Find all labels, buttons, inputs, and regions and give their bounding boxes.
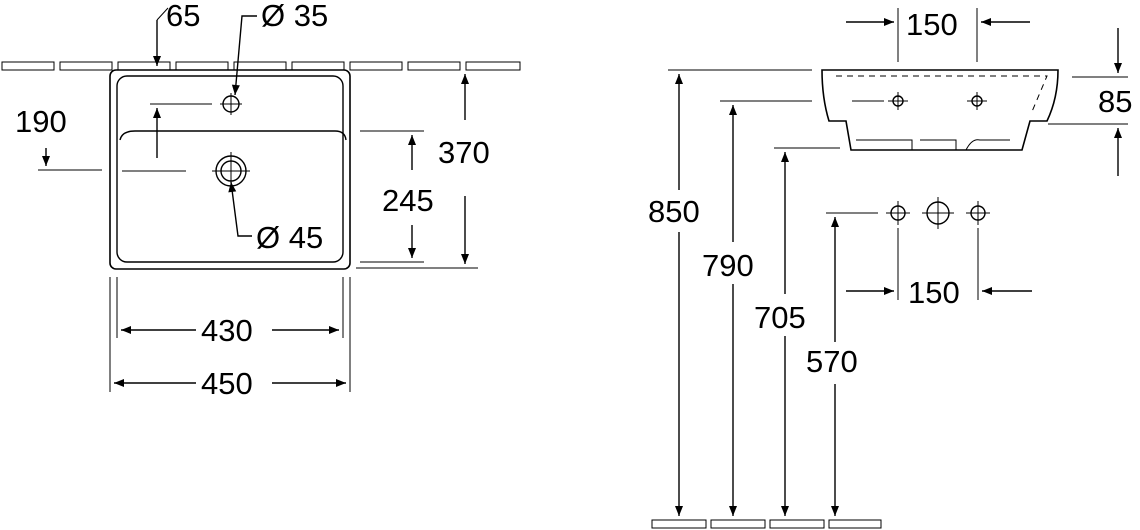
tap-hole-icon bbox=[220, 93, 242, 115]
basin-side-profile bbox=[821, 69, 1059, 151]
water-supply-icon bbox=[886, 201, 910, 225]
dim-bowl-depth-label: 245 bbox=[382, 183, 434, 218]
basin-inner-dashed bbox=[836, 75, 1048, 115]
dim-waste-label: Ø 45 bbox=[256, 220, 323, 255]
basin-outline bbox=[109, 69, 351, 270]
dim-outlet-floor-label: 570 bbox=[806, 344, 858, 379]
basin-bottom-detail bbox=[856, 139, 1010, 151]
top-view: 65 Ø 35 190 Ø 45 370 245 430 bbox=[1, 0, 521, 401]
waste-pipe-icon bbox=[922, 197, 954, 229]
dim-tap-offset-label: 65 bbox=[166, 0, 200, 33]
dim-width-label: 450 bbox=[201, 366, 253, 401]
dim-outlet-spacing-label: 150 bbox=[908, 275, 960, 310]
tap-deck-edge bbox=[119, 130, 347, 141]
dim-overflow-spacing-label: 150 bbox=[906, 7, 958, 42]
dim-rim-height-label: 85 bbox=[1098, 84, 1132, 119]
dim-tap-to-back-label: 190 bbox=[15, 104, 67, 139]
bowl-outline bbox=[116, 75, 344, 263]
dim-bottom-floor-label: 705 bbox=[754, 300, 806, 335]
side-view: 150 85 850 790 705 570 bbox=[648, 7, 1132, 529]
overflow-hole-icon bbox=[888, 92, 908, 110]
dim-depth-label: 370 bbox=[438, 135, 490, 170]
overflow-hole-icon bbox=[967, 92, 987, 110]
dim-bowl-width-label: 430 bbox=[201, 313, 253, 348]
dim-rim-floor-label: 850 bbox=[648, 194, 700, 229]
dim-tap-floor-label: 790 bbox=[702, 248, 754, 283]
dim-tap-hole-label: Ø 35 bbox=[261, 0, 328, 33]
wall-line bbox=[1, 61, 521, 71]
floor-line bbox=[651, 519, 882, 529]
water-supply-icon bbox=[966, 201, 990, 225]
